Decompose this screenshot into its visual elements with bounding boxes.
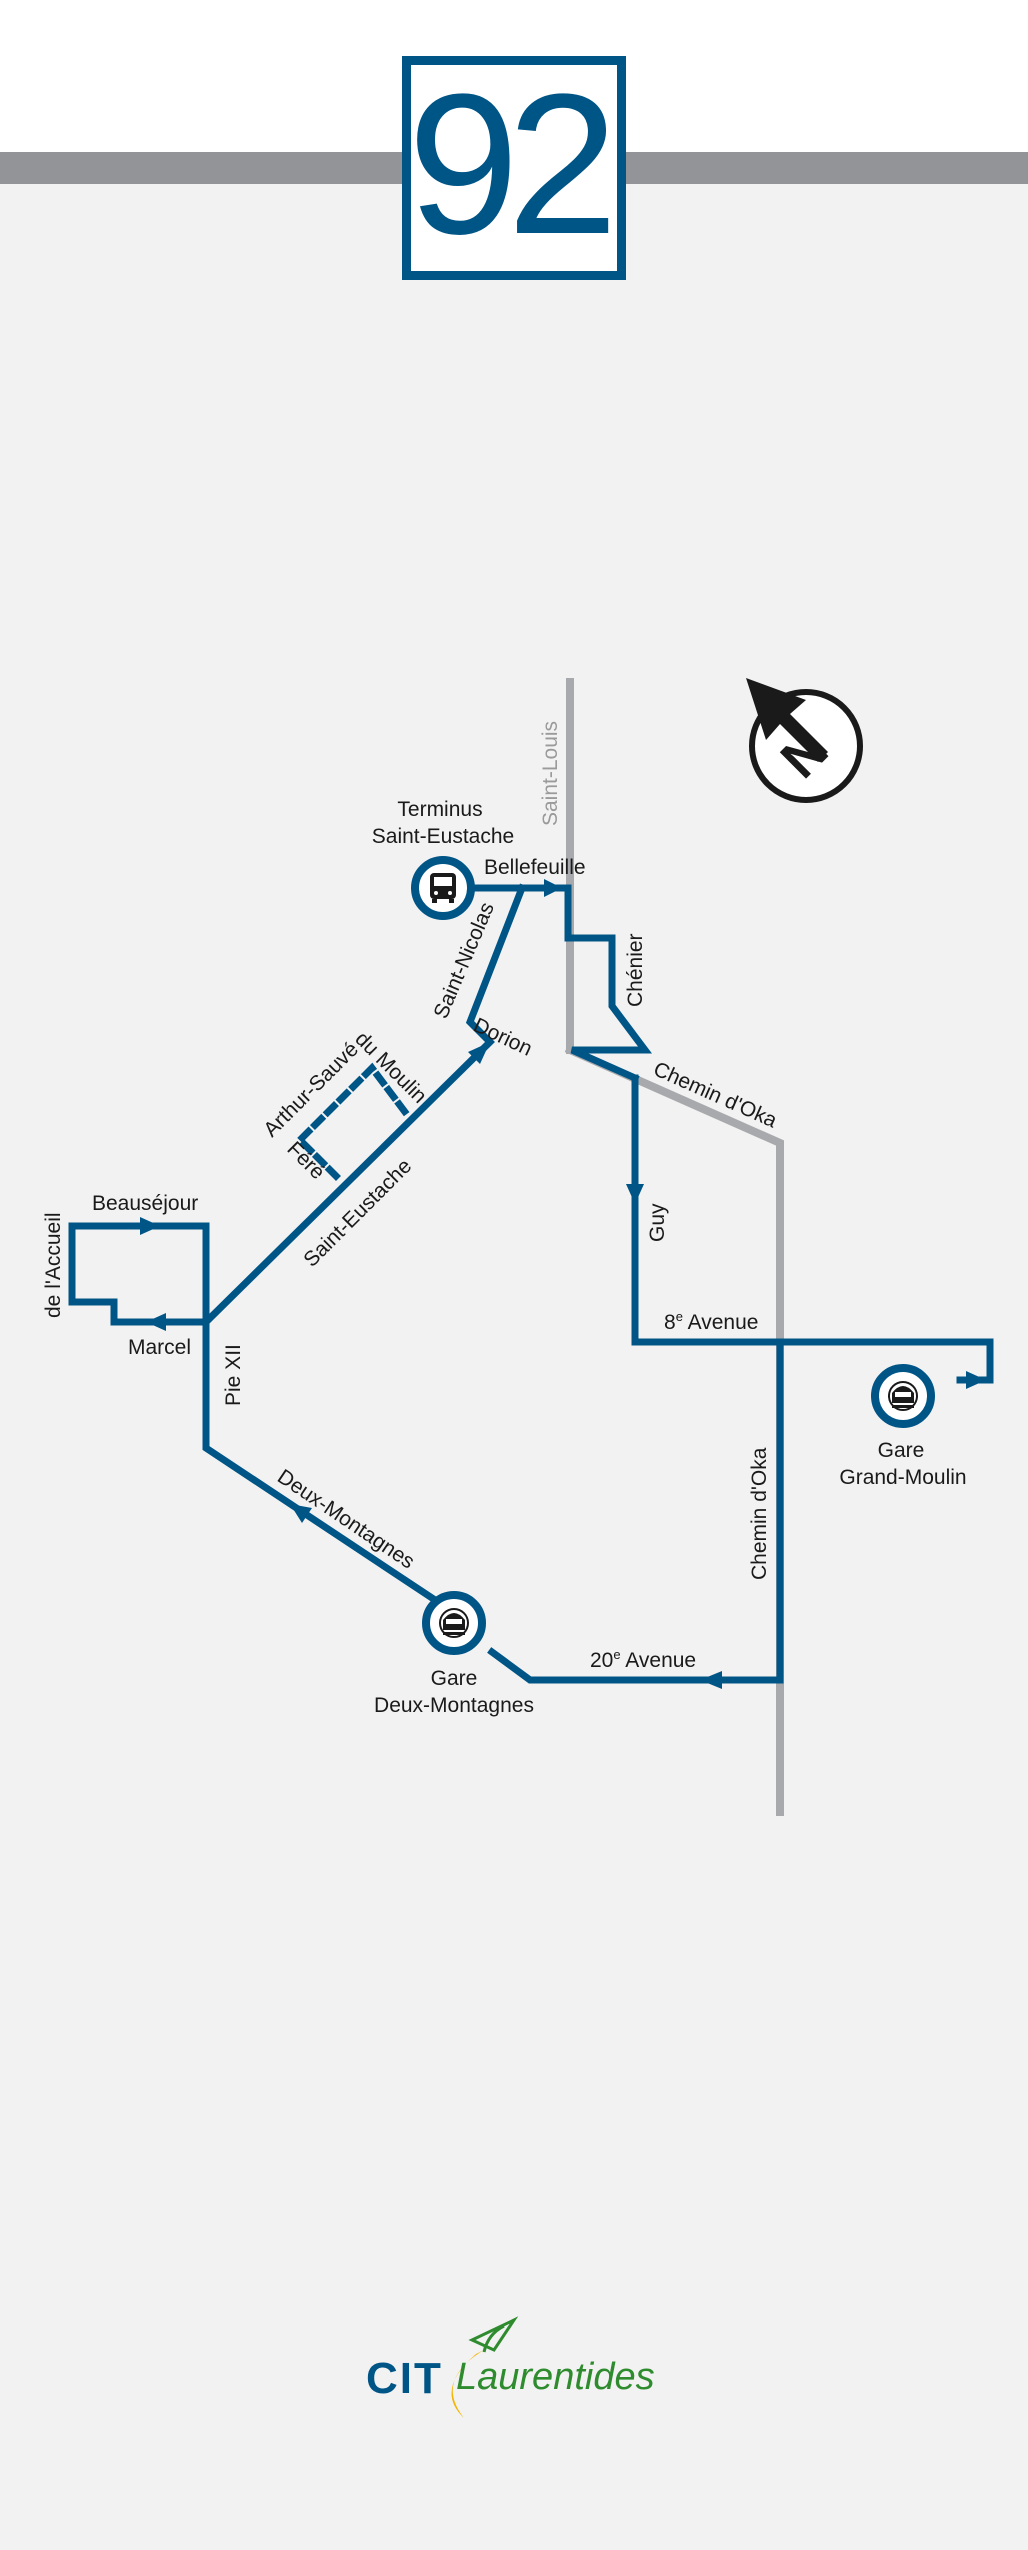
train-icon	[439, 1608, 469, 1638]
street-label-marcel: Marcel	[128, 1336, 191, 1359]
street-label-accueil: de l'Accueil	[42, 1212, 65, 1318]
street-label-guy: Guy	[646, 1203, 669, 1242]
arrow-bellefeuille	[544, 879, 562, 897]
arrow-deux-montagnes	[290, 1504, 312, 1523]
logo-swoosh-icon	[451, 2316, 519, 2418]
terminus-label-line2: Saint-Eustache	[372, 825, 514, 848]
route-line	[68, 883, 994, 1684]
street-label-fere: Féré	[282, 1137, 329, 1184]
terminus-label-line1: Terminus	[397, 798, 482, 821]
arrow-marcel	[146, 1313, 166, 1331]
stop-gare-grand-moulin	[871, 1364, 935, 1428]
stop-gare-deux-montagnes	[422, 1591, 486, 1655]
stop-terminus	[411, 856, 475, 920]
direction-arrows	[140, 879, 986, 1689]
cit-laurentides-logo: CIT Laurentides	[364, 2310, 684, 2430]
arrow-20e-avenue	[700, 1671, 722, 1689]
gare-grand-moulin-label-line2: Grand-Moulin	[839, 1466, 966, 1489]
route-segment-chenier	[564, 884, 652, 1083]
north-arrow-icon	[746, 678, 828, 762]
street-label-deux-montagnes: Deux-Montagnes	[273, 1465, 418, 1573]
gray-streets	[564, 678, 784, 1816]
arrow-grand-moulin	[966, 1371, 986, 1389]
logo-cit-text: CIT	[366, 2354, 443, 2403]
route-number: 92	[407, 53, 618, 276]
street-label-saint-louis: Saint-Louis	[539, 721, 562, 826]
route-segment-beausejour	[68, 1222, 210, 1326]
street-label-pie-xii: Pie XII	[222, 1344, 245, 1406]
north-compass: N	[746, 678, 863, 803]
arrow-saint-eustache	[468, 1042, 490, 1064]
route-segment-arthur-sauve	[295, 1062, 413, 1181]
bus-icon	[430, 873, 456, 903]
arrow-beausejour	[140, 1217, 160, 1235]
gare-grand-moulin-label-line1: Gare	[878, 1439, 925, 1462]
train-icon	[888, 1381, 918, 1411]
street-label-chemin-oka-lower: Chemin d'Oka	[748, 1447, 771, 1580]
route-number-badge: 92	[402, 56, 626, 280]
route-segment-guy	[631, 1074, 994, 1384]
logo-laurentides-text: Laurentides	[456, 2356, 655, 2398]
street-label-20e-avenue: 20e Avenue	[590, 1647, 696, 1672]
route-segment-saint-eustache	[201, 883, 527, 1327]
arrow-guy	[626, 1184, 644, 1204]
gare-deux-montagnes-label-line1: Gare	[431, 1667, 478, 1690]
route-segment-chemin-oka	[487, 1338, 784, 1684]
street-label-beausejour: Beauséjour	[92, 1192, 198, 1215]
gare-deux-montagnes-label-line2: Deux-Montagnes	[374, 1694, 534, 1717]
street-label-chenier: Chénier	[624, 933, 647, 1007]
route-segment-deux-montagnes	[202, 1318, 437, 1603]
street-label-8e-avenue: 8e Avenue	[664, 1309, 758, 1334]
chemin-oka-street	[564, 1044, 784, 1816]
street-label-bellefeuille: Bellefeuille	[484, 856, 586, 879]
